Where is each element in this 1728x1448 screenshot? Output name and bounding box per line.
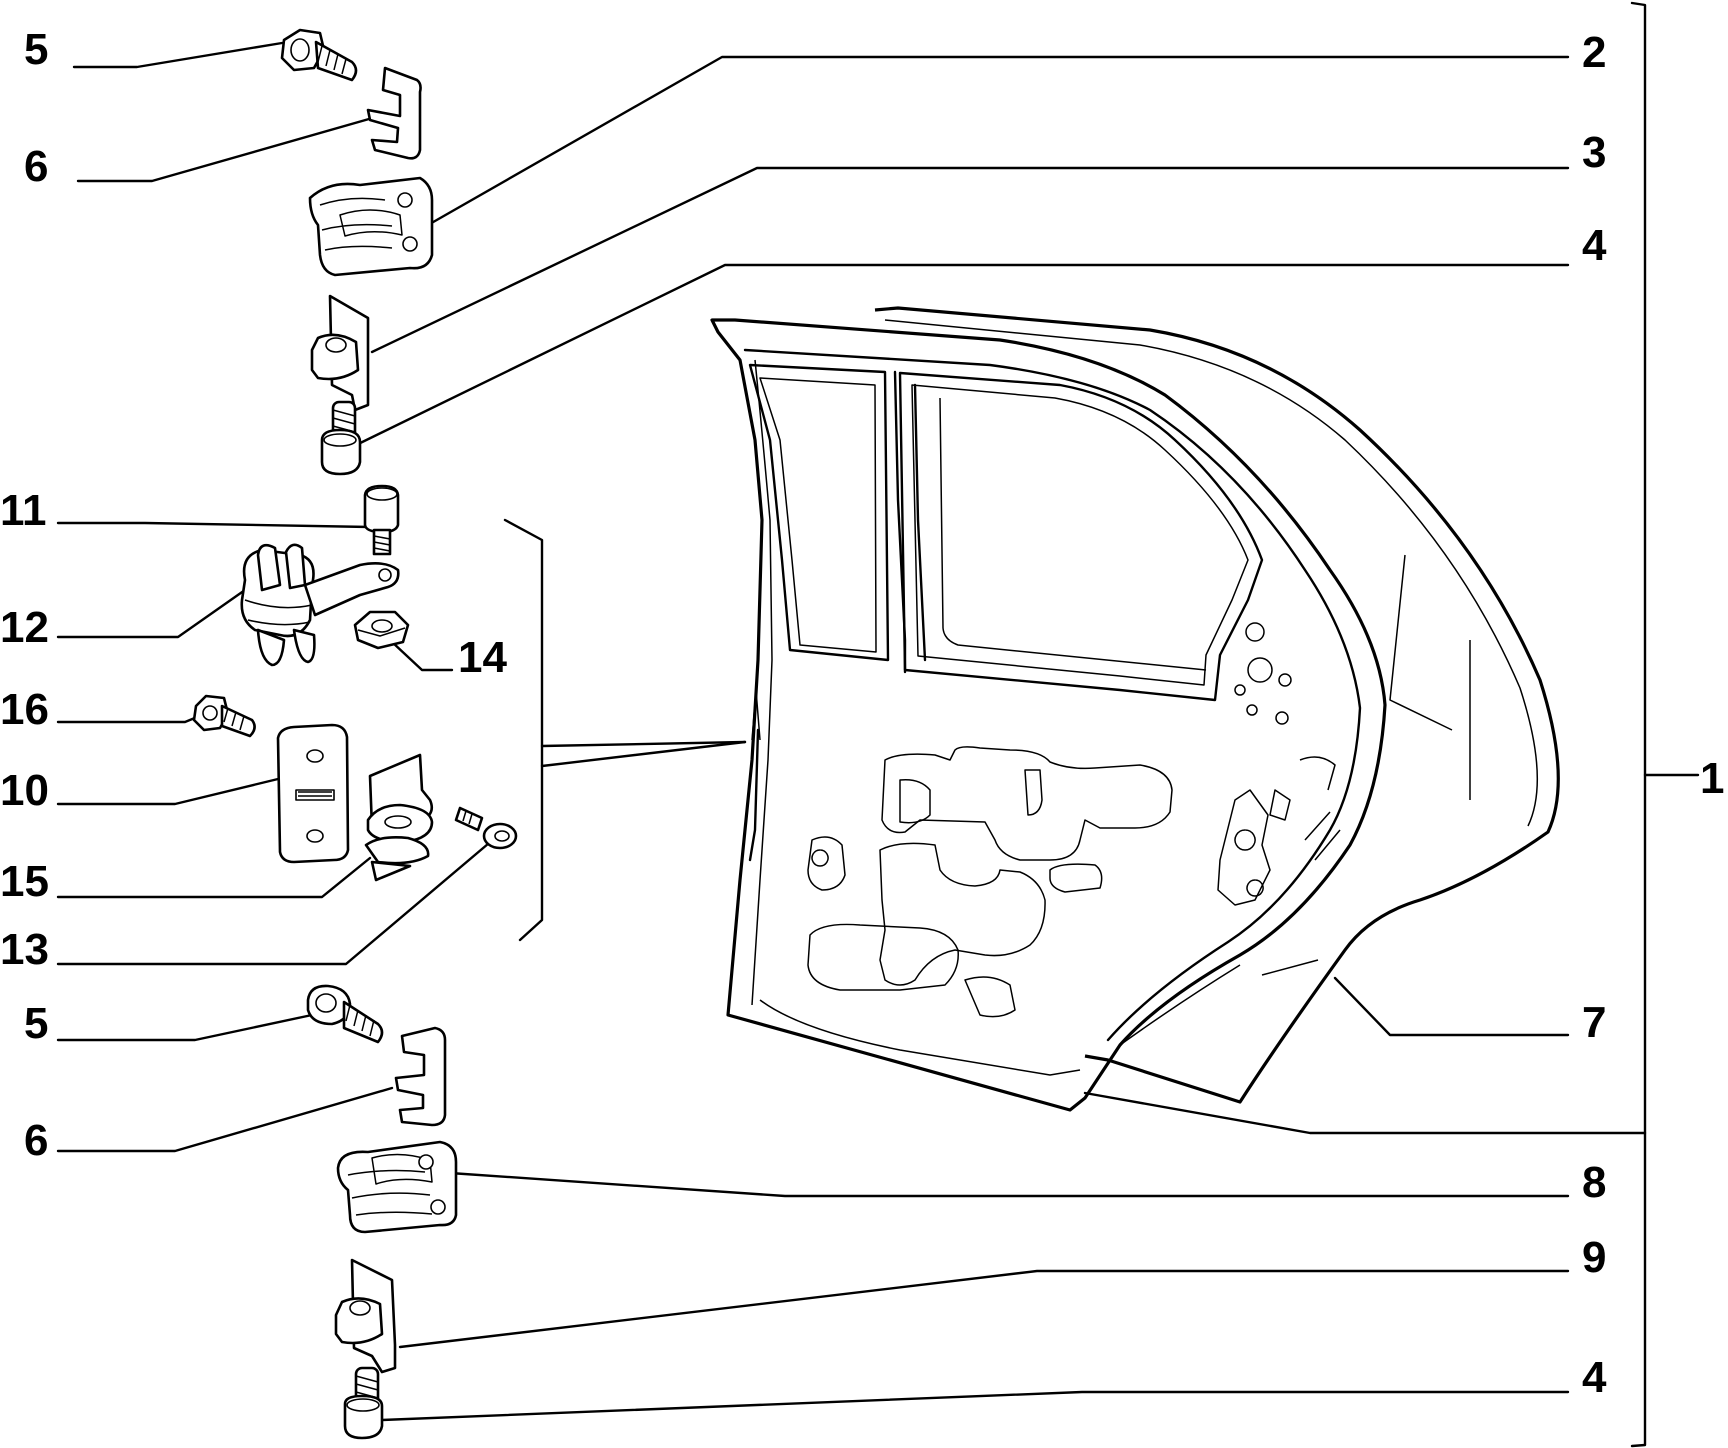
striker-15 xyxy=(364,753,434,882)
callout-label-4-top: 4 xyxy=(1582,221,1607,270)
callout-label-1: 1 xyxy=(1700,754,1724,803)
leader-5-bottom xyxy=(56,1013,314,1042)
leader-6-bottom xyxy=(56,1086,394,1153)
callout-label-12: 12 xyxy=(0,603,49,652)
hex-nut-14 xyxy=(353,610,410,650)
leader-2 xyxy=(426,55,1570,227)
leader-12 xyxy=(56,588,247,639)
callout-label-16: 16 xyxy=(0,685,49,734)
hinge-8-lower xyxy=(336,1140,458,1234)
shim-plate-6-bottom xyxy=(394,1026,447,1127)
door-check-12 xyxy=(240,543,400,667)
callout-label-5-top: 5 xyxy=(24,25,48,74)
bolt-16 xyxy=(192,694,256,738)
bracket-assembly-1 xyxy=(1630,1,1647,1448)
window-frame xyxy=(748,363,890,662)
screw-13 xyxy=(454,806,518,850)
callout-label-2: 2 xyxy=(1582,28,1606,77)
door-inner-frame xyxy=(710,318,1387,1112)
callout-label-8: 8 xyxy=(1582,1158,1606,1207)
bracket-pointer-upper xyxy=(540,740,747,748)
leader-11 xyxy=(56,521,372,529)
cap-screw-4-bottom xyxy=(343,1366,384,1440)
bracket-pointer-lower xyxy=(540,740,747,768)
hinge-3-upper xyxy=(310,294,370,412)
callout-label-6-top: 6 xyxy=(24,142,48,191)
leader-8 xyxy=(448,1171,1570,1198)
door-lock-mechanism xyxy=(1217,789,1271,906)
leader-6-top xyxy=(76,115,378,183)
callout-label-4-bottom: 4 xyxy=(1582,1353,1607,1402)
hinge-2-upper xyxy=(308,176,434,277)
leader-3 xyxy=(370,166,1570,354)
leader-part-1-door xyxy=(1083,1091,1647,1135)
bracket-group-10-16 xyxy=(503,518,544,942)
leader-10 xyxy=(56,777,280,806)
callout-label-7: 7 xyxy=(1582,998,1606,1047)
callout-label-5-bottom: 5 xyxy=(24,999,48,1048)
pin-11 xyxy=(363,484,400,556)
leader-16 xyxy=(56,713,204,724)
leader-14 xyxy=(390,640,454,672)
leader-5-top xyxy=(72,41,284,69)
striker-plate-10 xyxy=(276,723,350,864)
leader-7 xyxy=(1333,976,1570,1037)
door-outer-panel-7 xyxy=(874,306,1560,1104)
callout-label-3: 3 xyxy=(1582,128,1606,177)
callout-label-11: 11 xyxy=(0,486,47,535)
bolt-5-top xyxy=(280,28,358,82)
hinge-9-lower xyxy=(334,1258,397,1374)
door-panel-cutouts xyxy=(881,746,1173,861)
callout-label-9: 9 xyxy=(1582,1233,1606,1282)
rear-door-assembly xyxy=(710,306,1560,1112)
callout-label-14: 14 xyxy=(458,633,507,682)
leader-4-bottom xyxy=(380,1390,1570,1422)
callout-label-15: 15 xyxy=(0,857,49,906)
leader-15 xyxy=(56,856,372,899)
leader-lines xyxy=(56,1,1700,1448)
callout-label-13: 13 xyxy=(0,925,49,974)
cap-screw-4-top xyxy=(320,400,362,476)
leader-13 xyxy=(56,836,497,966)
callout-label-10: 10 xyxy=(0,766,49,815)
leader-9 xyxy=(398,1269,1570,1349)
leader-4-top xyxy=(348,263,1570,450)
bolt-5-bottom xyxy=(306,984,384,1044)
callout-label-6-bottom: 6 xyxy=(24,1116,48,1165)
shim-plate-6-top xyxy=(366,66,422,160)
